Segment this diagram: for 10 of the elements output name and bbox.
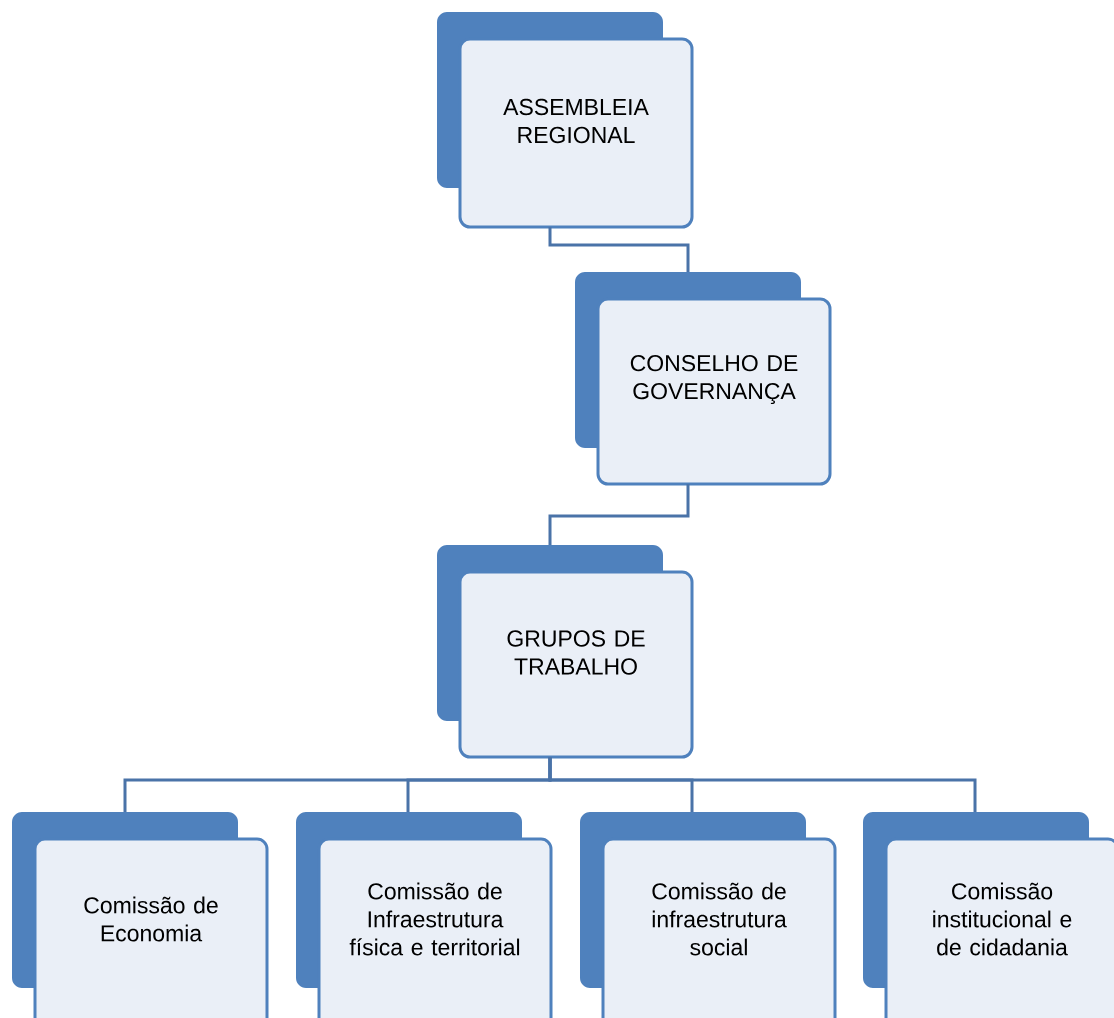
org-box: ASSEMBLEIA REGIONAL — [437, 12, 694, 229]
org-box: GRUPOS DE TRABALHO — [437, 545, 694, 759]
org-box: Comissão institucional e de cidadania — [863, 812, 1114, 1018]
org-box: Comissão de Infraestrutura física e territorial — [296, 812, 553, 1018]
connector-line — [548, 757, 977, 812]
org-box: Comissão de Economia — [12, 812, 269, 1018]
connector-line — [548, 484, 690, 545]
org-box: Comissão de infraestrutura social — [580, 812, 837, 1018]
org-box: CONSELHO DE GOVERNANÇA — [575, 272, 832, 486]
connector-line — [548, 227, 690, 272]
